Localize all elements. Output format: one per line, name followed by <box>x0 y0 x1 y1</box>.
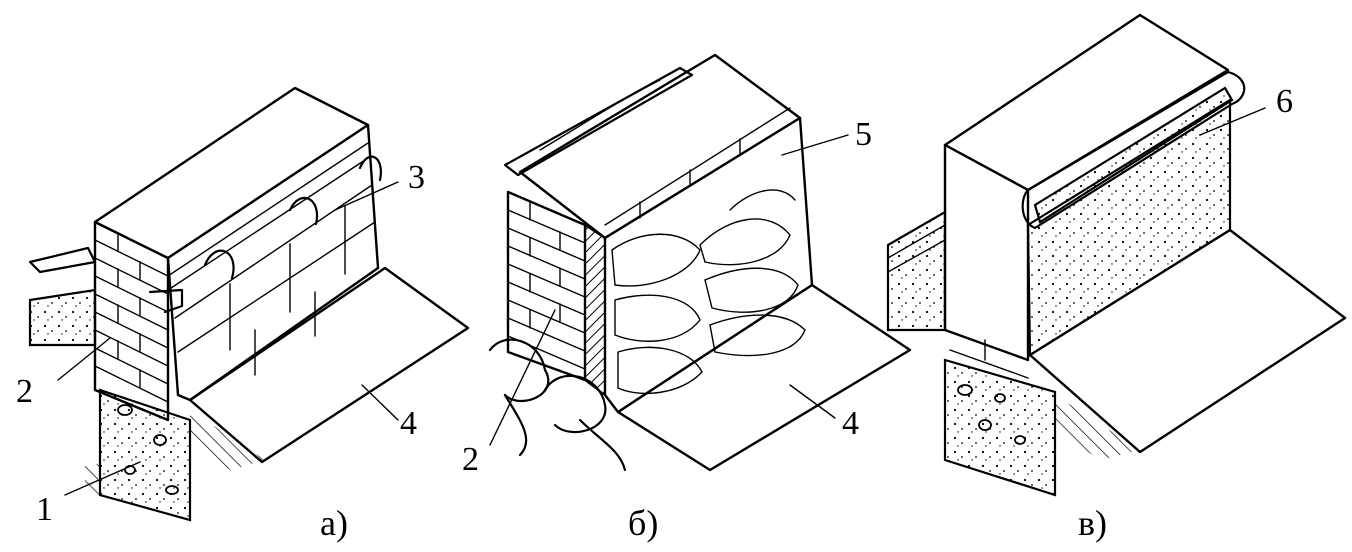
drip-roll-fill <box>1033 86 1234 224</box>
concrete-footing <box>943 358 1057 497</box>
hatched-layer <box>584 223 606 397</box>
flashing <box>148 288 184 314</box>
leader-line <box>781 134 849 156</box>
ground-hatch <box>85 460 100 495</box>
brick-courses <box>507 201 586 370</box>
leader-line <box>789 384 836 419</box>
leader-line <box>361 384 399 421</box>
leader-line <box>334 181 399 211</box>
brick-courses <box>94 232 169 403</box>
wall-side-face <box>166 123 380 402</box>
label-4: 4 <box>400 405 417 442</box>
ground-hatch <box>190 410 265 470</box>
flashing-fold <box>539 79 661 151</box>
label-4: 4 <box>842 405 859 442</box>
boulders <box>488 338 627 472</box>
drip-roll <box>1021 70 1246 230</box>
figure-a: 2 1 3 4 а) <box>16 86 470 543</box>
label-2: 2 <box>16 373 33 410</box>
ground-plane <box>188 266 470 464</box>
label-2: 2 <box>462 441 479 478</box>
top-courses <box>167 142 376 376</box>
aggregate <box>957 384 1026 445</box>
leader-line <box>489 309 556 446</box>
figure-b: 2 5 4 б) <box>462 53 912 543</box>
label-5: 5 <box>855 116 872 153</box>
caption-a: а) <box>320 503 348 543</box>
rubble-stones <box>611 189 806 395</box>
concrete-footing <box>98 388 192 522</box>
leader-line <box>1199 107 1266 136</box>
soil-layers <box>887 224 946 273</box>
label-3: 3 <box>408 159 425 196</box>
ground-hatch <box>1055 395 1140 460</box>
coping-stone <box>203 249 235 280</box>
leader-line <box>57 337 111 381</box>
soil-left <box>28 288 97 347</box>
coping-stone <box>288 196 319 226</box>
caption-b: б) <box>628 503 658 543</box>
brick-courses <box>944 329 1029 379</box>
figure-c: 6 в) <box>886 13 1347 543</box>
caption-c: в) <box>1078 503 1107 543</box>
label-1: 1 <box>36 491 53 528</box>
label-6: 6 <box>1276 83 1293 120</box>
leader-line <box>64 461 141 496</box>
coping-stone <box>358 155 382 182</box>
top-courses <box>604 107 801 239</box>
flashing <box>28 246 97 274</box>
